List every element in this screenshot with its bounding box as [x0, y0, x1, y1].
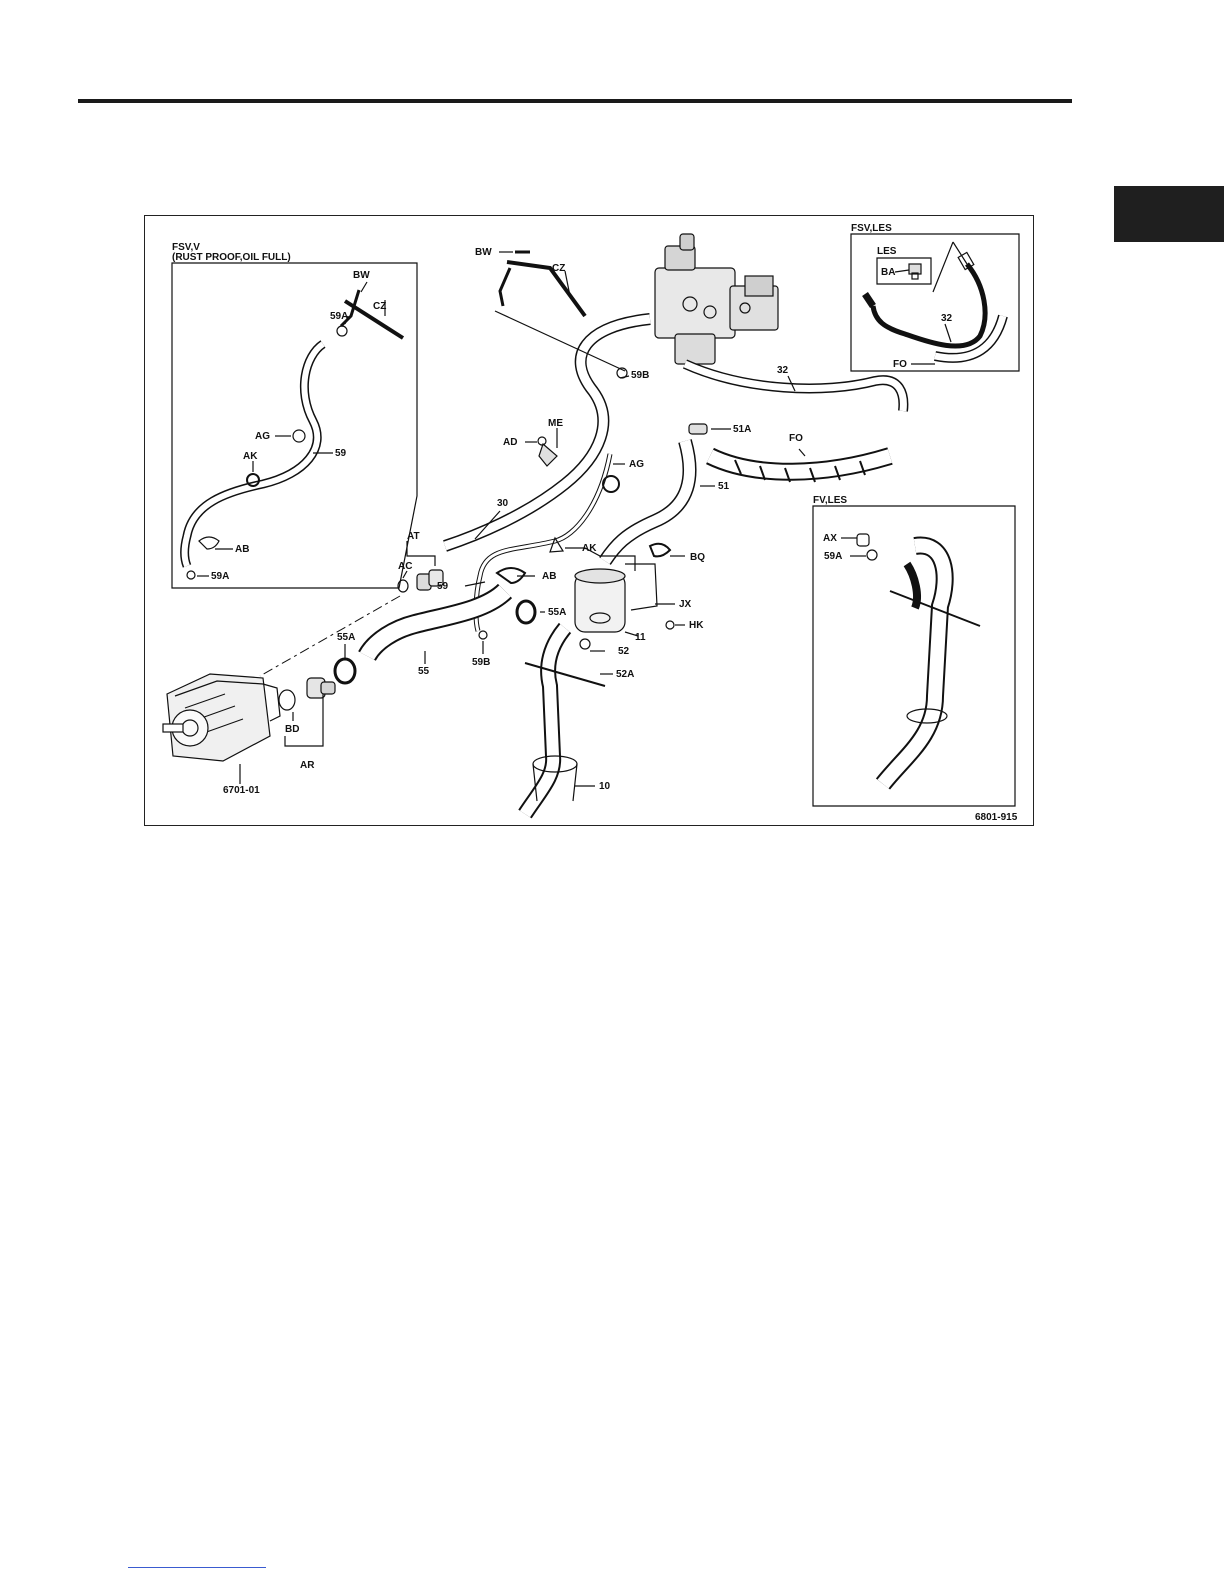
o-ring-bd: [279, 690, 295, 710]
clamp-ag: [603, 476, 619, 492]
label-main-55: 55: [418, 666, 430, 677]
hose-30: [445, 319, 650, 546]
label-main-at: AT: [407, 531, 420, 542]
hydraulic-pump-6701-01: [163, 674, 280, 761]
label-main-59: 59: [437, 581, 449, 592]
bolt-ad: [538, 437, 546, 445]
label-main-55a-right: 55A: [548, 607, 566, 618]
label-main-32: 32: [777, 365, 789, 376]
label-main-fo: FO: [789, 433, 803, 444]
filter-11: [575, 569, 625, 632]
label-main-bd: BD: [285, 724, 299, 735]
fitting-51a: [689, 424, 707, 434]
label-main-59b-bottom: 59B: [472, 657, 490, 668]
label-main-52: 52: [618, 646, 630, 657]
label-main-59b-top: 59B: [631, 370, 649, 381]
inset1-fitting-59a: [337, 326, 347, 336]
label-main-55a-left: 55A: [337, 632, 355, 643]
inset1-nut-59a: [187, 571, 195, 579]
bracket-me: [539, 444, 557, 466]
figure-id: 6801-915: [975, 812, 1018, 823]
spiral-guard-fo: [710, 456, 890, 482]
section-tab: [1114, 186, 1224, 242]
footer-link-underline[interactable]: [128, 1567, 266, 1568]
label-inset2-fo: FO: [893, 359, 907, 370]
label-inset1-59: 59: [335, 448, 347, 459]
parts-diagram: FSV,V (RUST PROOF,OIL FULL) FSV,LES LES …: [145, 216, 1035, 827]
label-main-51a: 51A: [733, 424, 751, 435]
label-inset1-bw: BW: [353, 270, 370, 281]
hose-55: [367, 591, 505, 656]
label-inset1-59a-top: 59A: [330, 311, 348, 322]
label-main-6701-01: 6701-01: [223, 785, 260, 796]
label-inset1-59a-bottom: 59A: [211, 571, 229, 582]
label-main-ar: AR: [300, 760, 315, 771]
label-inset3-59a: 59A: [824, 551, 842, 562]
label-main-ab: AB: [542, 571, 556, 582]
label-inset1-ab: AB: [235, 544, 249, 555]
inset1-clamp-ab: [199, 537, 219, 549]
fitting-ar: [307, 678, 335, 698]
suction-hose-51: [605, 441, 690, 561]
inset3-fitting-59a: [867, 550, 877, 560]
label-main-ac: AC: [398, 561, 412, 572]
label-main-51: 51: [718, 481, 730, 492]
clamp-55a-left: [335, 659, 355, 683]
bolt-hk: [666, 621, 674, 629]
label-inset2-32: 32: [941, 313, 953, 324]
inset2-fitting-ba: [909, 264, 921, 279]
label-main-ak: AK: [582, 543, 597, 554]
flange-52a: [525, 663, 605, 686]
bracket-bw: [500, 268, 510, 306]
inset-fv-les-title: FV,LES: [813, 495, 847, 506]
tube-cz: [507, 262, 585, 316]
label-inset1-ak: AK: [243, 451, 258, 462]
label-main-hk: HK: [689, 620, 704, 631]
clamp-52: [580, 639, 590, 649]
inset3-tank-pipe: [883, 546, 980, 784]
inset3-cap-ax: [857, 534, 869, 546]
inset-fsv-les-title: FSV,LES: [851, 223, 892, 234]
tank-pipe-10: [525, 628, 577, 814]
label-main-30: 30: [497, 498, 509, 509]
label-main-10: 10: [599, 781, 611, 792]
inset1-clamp-ag: [293, 430, 305, 442]
label-main-jx: JX: [679, 599, 692, 610]
label-main-cz: CZ: [552, 263, 565, 274]
label-inset1-cz: CZ: [373, 301, 386, 312]
les-sub-box-title: LES: [877, 246, 897, 257]
label-main-me: ME: [548, 418, 563, 429]
parts-diagram-frame: FSV,V (RUST PROOF,OIL FULL) FSV,LES LES …: [144, 215, 1034, 826]
label-main-ag: AG: [629, 459, 644, 470]
label-main-ad: AD: [503, 437, 517, 448]
header-rule: [78, 99, 1072, 103]
label-main-11: 11: [635, 632, 646, 643]
inset-fsv-v-subtitle: (RUST PROOF,OIL FULL): [172, 252, 291, 263]
label-main-52a: 52A: [616, 669, 634, 680]
control-valve-assembly: [655, 234, 778, 364]
label-main-bw: BW: [475, 247, 492, 258]
label-inset3-ax: AX: [823, 533, 837, 544]
label-inset1-ag: AG: [255, 431, 270, 442]
clamp-55a-right: [517, 601, 535, 623]
clamp-bq: [650, 544, 670, 557]
label-main-bq: BQ: [690, 552, 705, 563]
bracket-jx: [625, 564, 657, 610]
label-inset2-ba: BA: [881, 267, 895, 278]
fitting-59b-bottom: [479, 631, 487, 639]
